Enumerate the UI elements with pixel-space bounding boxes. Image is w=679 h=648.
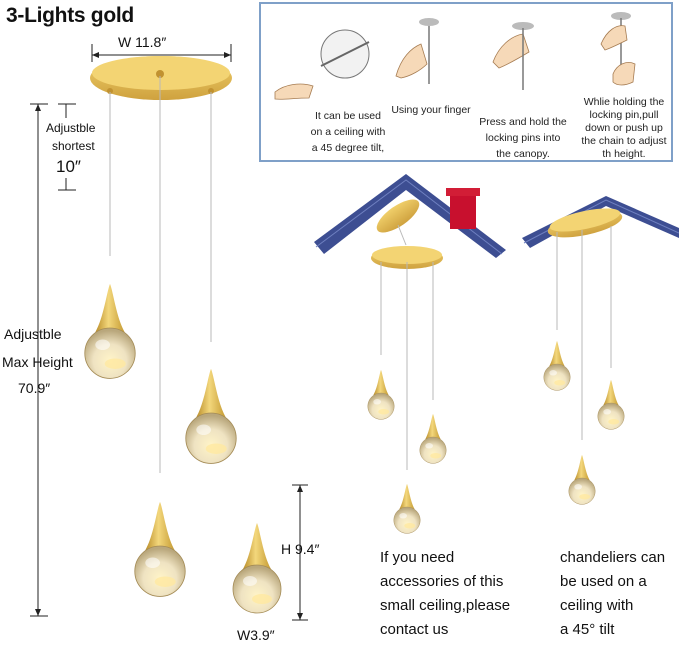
shortest-label-2: shortest: [52, 139, 95, 153]
finger-icon: [395, 18, 439, 84]
installation-illustrations: [274, 12, 636, 100]
installation-panel: It can be used on a ceiling with a 45 de…: [259, 2, 673, 162]
product-title: 3-Lights gold: [6, 4, 134, 27]
max-height-value: 70.9″: [18, 380, 51, 396]
max-height-label-2: Max Height: [2, 354, 73, 370]
shade-width-label: W3.9″: [237, 627, 275, 643]
shortest-value: 10″: [56, 157, 81, 176]
tilt-note: chandeliers can be used on a ceiling wit…: [560, 549, 666, 638]
accessories-note: If you need accessories of this small ce…: [380, 549, 511, 638]
roof-right: [522, 196, 679, 248]
step-4-text: Whlie holding the locking pin,pull down …: [581, 96, 667, 160]
ceiling-tilt-icon: [274, 29, 370, 100]
shade-height-label: H 9.4″: [281, 541, 320, 557]
step-1-text: It can be used on a ceiling with a 45 de…: [310, 110, 386, 154]
roof-left: [314, 174, 506, 258]
max-height-label-1: Adjustble: [4, 326, 62, 342]
press-icon: [492, 22, 534, 90]
pull-chain-icon: [600, 12, 636, 86]
shortest-label-1: Adjustble: [46, 121, 96, 135]
step-2-text: Using your finger: [391, 104, 471, 116]
canopy-width-label: W 11.8″: [118, 34, 167, 50]
step-3-text: Press and hold the locking pins into the…: [479, 116, 567, 160]
chimney: [450, 191, 476, 229]
